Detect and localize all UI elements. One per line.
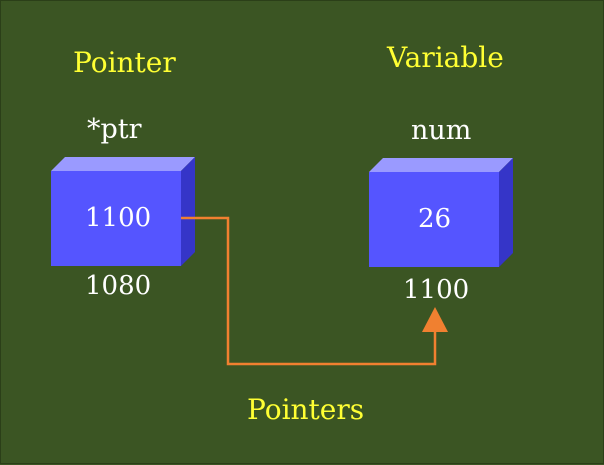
pointer-box-side [181,157,195,266]
pointer-arrowhead [422,307,448,332]
pointer-box-face [51,171,181,266]
variable-box-top [369,158,513,172]
variable-name: num [411,115,472,146]
pointer-box-top [51,157,195,171]
variable-box-face [369,172,499,267]
variable-address: 1100 [403,275,470,305]
pointer-value: 1100 [85,203,152,233]
variable-value: 26 [418,204,452,234]
variable-box-side [499,158,513,267]
pointer-box [51,157,195,266]
pointer-address: 1080 [85,271,152,301]
pointer-arrow-line [181,216,437,366]
variable-heading: Variable [387,41,504,74]
diagram-caption: Pointers [247,393,365,426]
variable-box [369,158,513,267]
pointer-heading: Pointer [73,46,176,79]
pointer-name: *ptr [87,114,142,145]
